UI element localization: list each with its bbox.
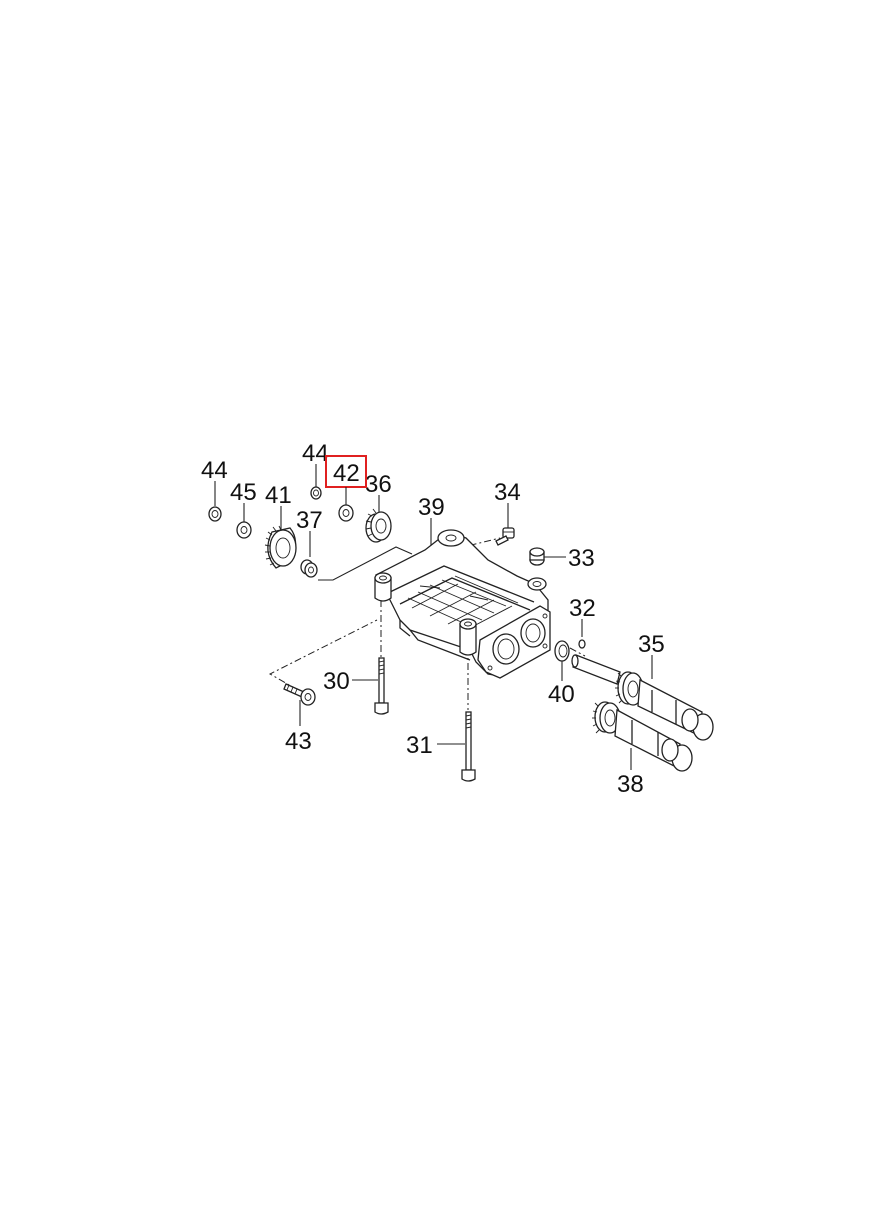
callout-39[interactable]: 39 (418, 494, 445, 521)
seal-40[interactable] (554, 640, 570, 662)
callout-34[interactable]: 34 (494, 479, 521, 506)
bolt-34[interactable] (495, 527, 515, 546)
callout-30[interactable]: 30 (323, 668, 350, 695)
balance-shaft-38[interactable] (592, 701, 693, 772)
callout-43[interactable]: 43 (285, 728, 312, 755)
washer-44-right[interactable] (310, 486, 322, 500)
callout-31[interactable]: 31 (406, 732, 433, 759)
callout-44-right[interactable]: 44 (302, 440, 329, 467)
callout-44-left[interactable]: 44 (201, 457, 228, 484)
balance-shaft-35[interactable] (571, 654, 714, 741)
housing-39[interactable] (374, 529, 551, 679)
bolt-43[interactable] (283, 683, 316, 706)
callout-45[interactable]: 45 (230, 479, 257, 506)
callout-40[interactable]: 40 (548, 681, 575, 708)
callout-37[interactable]: 37 (296, 507, 323, 534)
pin-32[interactable] (578, 639, 586, 649)
callout-35[interactable]: 35 (638, 631, 665, 658)
bolt-30[interactable] (374, 657, 389, 715)
callout-33[interactable]: 33 (568, 545, 595, 572)
callout-42[interactable]: 42 (333, 460, 360, 487)
bushing-37[interactable] (300, 559, 318, 578)
bolt-31[interactable] (461, 711, 476, 782)
washer-42[interactable] (338, 504, 354, 522)
gear-41[interactable] (264, 525, 297, 569)
washer-44-left[interactable] (208, 506, 222, 522)
callout-36[interactable]: 36 (365, 471, 392, 498)
cap-33[interactable] (529, 547, 545, 566)
callout-38[interactable]: 38 (617, 771, 644, 798)
washer-45[interactable] (236, 521, 252, 539)
callout-32[interactable]: 32 (569, 595, 596, 622)
gear-36[interactable] (365, 508, 392, 543)
callout-41[interactable]: 41 (265, 482, 292, 509)
